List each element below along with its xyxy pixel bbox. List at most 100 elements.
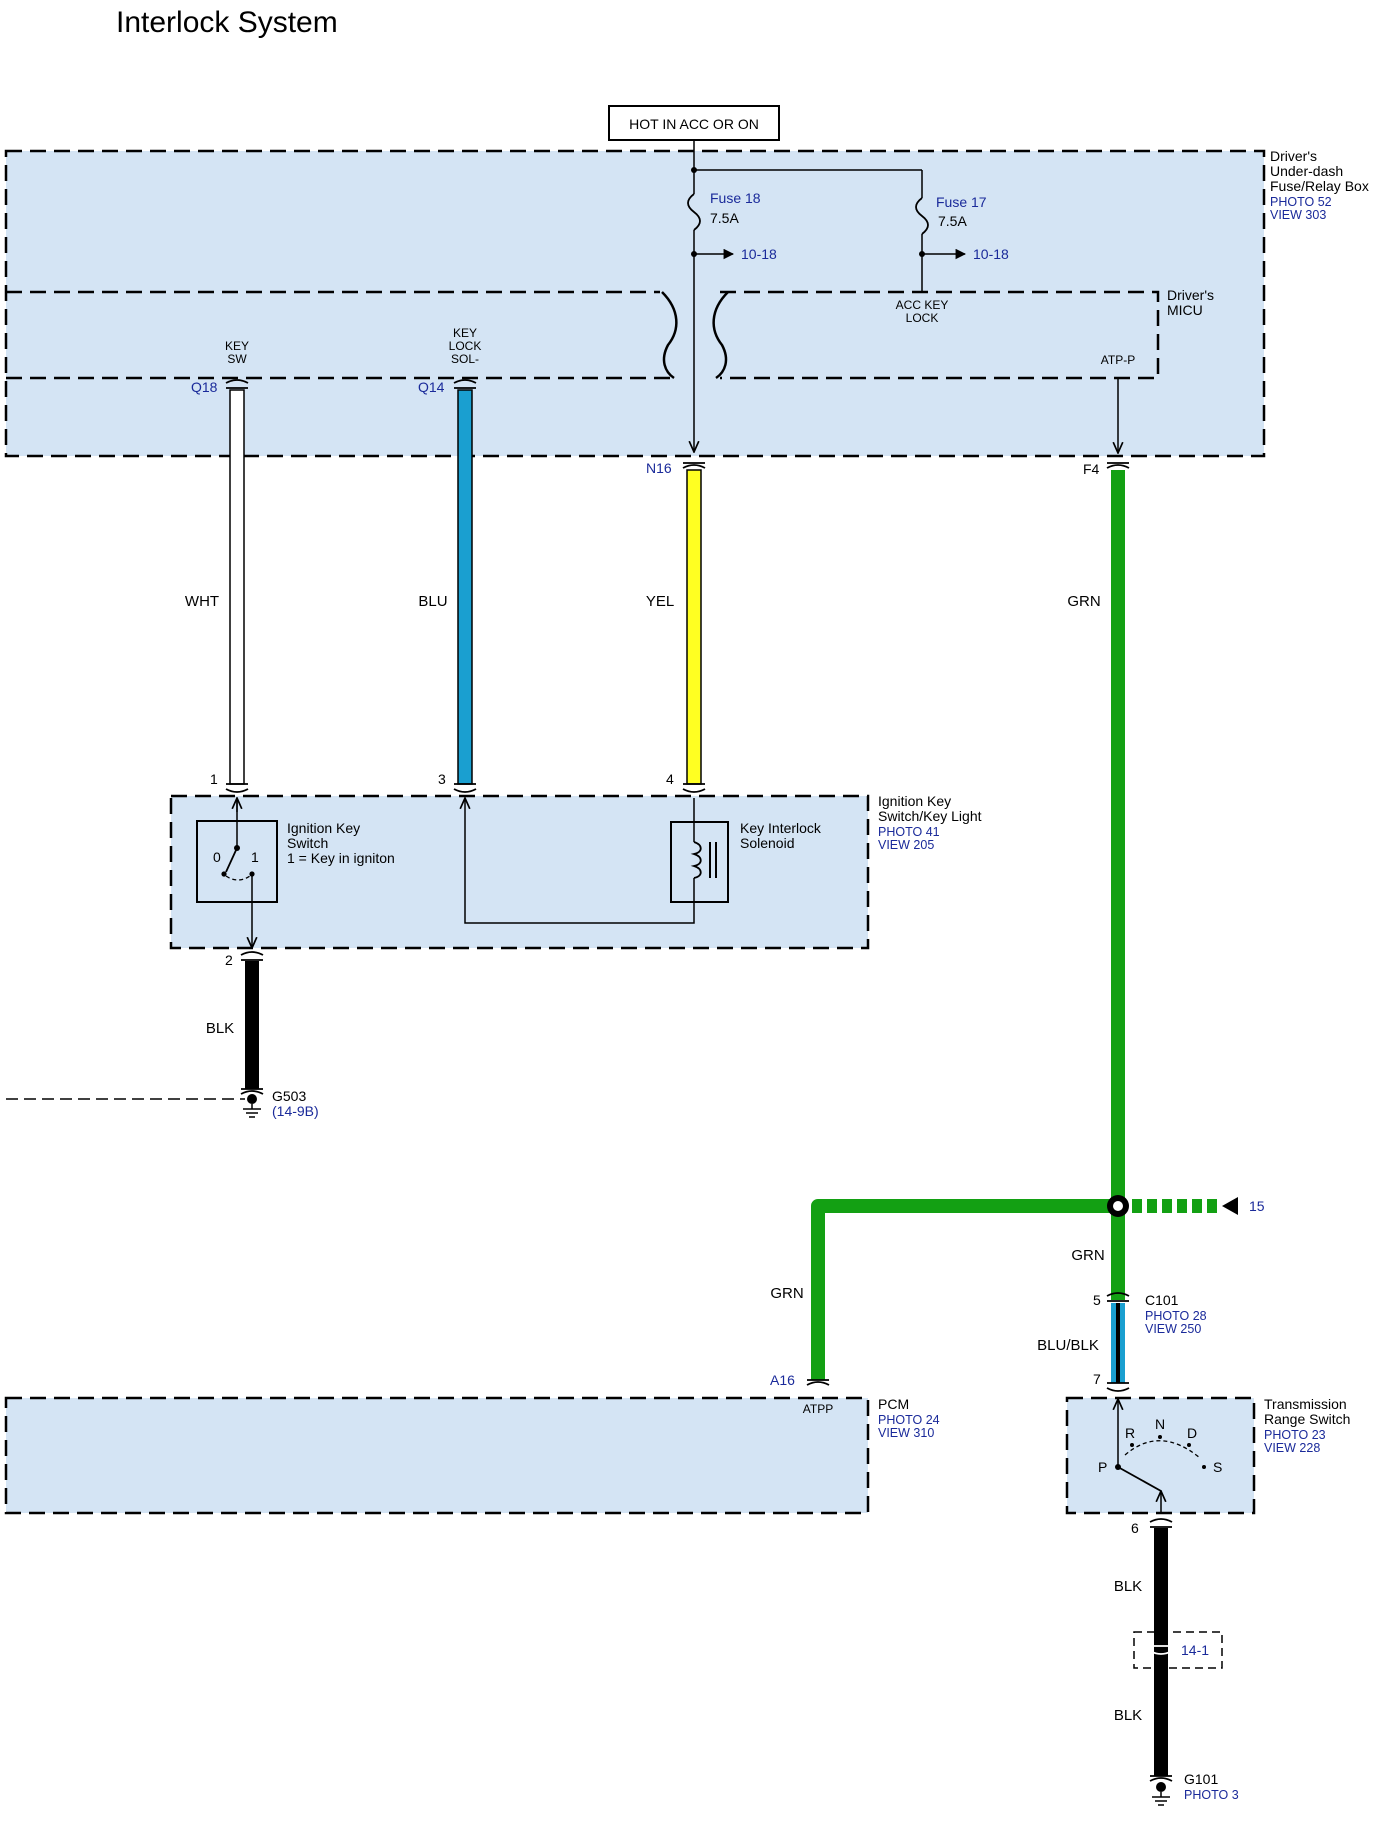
c101-pin-top: 5	[1093, 1292, 1101, 1308]
wire-wht	[229, 389, 245, 785]
power-source-label: HOT IN ACC OR ON	[629, 116, 759, 132]
solenoid-name-2: Solenoid	[740, 835, 795, 851]
g503-ref-link[interactable]: (14-9B)	[272, 1103, 319, 1119]
switch-name-3: 1 = Key in igniton	[287, 850, 395, 866]
micu-acc-key-lock-1: ACC KEY	[896, 298, 949, 312]
fuse-box-photo-link[interactable]: PHOTO 52	[1270, 195, 1332, 209]
g101-photo-link[interactable]: PHOTO 3	[1184, 1788, 1239, 1802]
wire-grn-left-label: GRN	[770, 1285, 803, 1302]
connector-a16: A16	[770, 1372, 795, 1388]
connector-n16: N16	[646, 460, 672, 476]
trs-view-link[interactable]: VIEW 228	[1264, 1441, 1320, 1455]
g503-ground-icon	[243, 1104, 261, 1118]
micu-break-right	[712, 291, 729, 380]
trs-name-1: Transmission	[1264, 1396, 1347, 1412]
wire-blk-ignition	[245, 961, 259, 1089]
wire-blk-trs	[1154, 1528, 1168, 1776]
ign-box-name-2: Switch/Key Light	[878, 808, 982, 824]
ign-pin4-label: 4	[666, 771, 674, 787]
trs-contact-d	[1187, 1443, 1191, 1447]
trs-pin6-connector	[1149, 1518, 1173, 1528]
c101-view-link[interactable]: VIEW 250	[1145, 1322, 1201, 1336]
trs-pos-s: S	[1213, 1459, 1222, 1475]
solenoid-name-1: Key Interlock	[740, 820, 822, 836]
wire-blk-trs-upper-label: BLK	[1114, 1578, 1142, 1595]
fuse-box-view-link[interactable]: VIEW 303	[1270, 208, 1326, 222]
wire-blu-label: BLU	[418, 593, 447, 610]
ign-pin3-label: 3	[438, 771, 446, 787]
trs-pos-d: D	[1187, 1425, 1197, 1441]
c101-photo-link[interactable]: PHOTO 28	[1145, 1309, 1207, 1323]
trs-photo-link[interactable]: PHOTO 23	[1264, 1428, 1326, 1442]
micu-break-left	[661, 291, 678, 380]
inline-connector-ref-link[interactable]: 14-1	[1181, 1642, 1209, 1658]
ign-pin4-connector	[682, 783, 706, 793]
fuse-relay-box	[4, 149, 1266, 458]
wire-blk-ignition-label: BLK	[206, 1020, 234, 1037]
fuse-box-name-3: Fuse/Relay Box	[1270, 178, 1369, 194]
fuse-box-name-2: Under-dash	[1270, 163, 1343, 179]
ign-box-name-1: Ignition Key	[878, 793, 951, 809]
micu-atp-p-label: ATP-P	[1101, 353, 1135, 367]
fuse18-ref-link[interactable]: 10-18	[741, 246, 777, 262]
splice-ref-arrow	[1222, 1197, 1238, 1215]
fuse17-ref-link[interactable]: 10-18	[973, 246, 1009, 262]
trs-blade	[1117, 1466, 1162, 1492]
ign-box-view-link[interactable]: VIEW 205	[878, 838, 934, 852]
micu-name-1: Driver's	[1167, 287, 1214, 303]
c101-name: C101	[1145, 1292, 1179, 1308]
ign-box-photo-link[interactable]: PHOTO 41	[878, 825, 940, 839]
splice-point-inner	[1113, 1201, 1123, 1211]
ign-pin3-connector	[453, 783, 477, 793]
wire-grn-lower-label: GRN	[1071, 1247, 1104, 1264]
trs-contact-n	[1158, 1435, 1162, 1439]
g503-name: G503	[272, 1088, 306, 1104]
pcm-name: PCM	[878, 1396, 909, 1412]
splice-ref-link[interactable]: 15	[1249, 1198, 1265, 1214]
wire-yel	[686, 469, 702, 785]
key-interlock-solenoid-symbol	[670, 821, 729, 903]
connector-q14: Q14	[418, 379, 445, 395]
solenoid-coil	[690, 841, 702, 879]
wire-wht-label: WHT	[185, 593, 219, 610]
micu-acc-key-lock-2: LOCK	[906, 311, 939, 325]
fuse-box-name-1: Driver's	[1270, 148, 1317, 164]
pcm-view-link[interactable]: VIEW 310	[878, 1426, 934, 1440]
switch-name-1: Ignition Key	[287, 820, 360, 836]
connector-n16-symbol	[682, 462, 706, 469]
wire-blk-trs-lower-label: BLK	[1114, 1707, 1142, 1724]
switch-name-2: Switch	[287, 835, 328, 851]
ign-pin1-label: 1	[210, 771, 218, 787]
fuse17-symbol	[915, 197, 929, 235]
ignition-switch-box	[169, 794, 870, 950]
g101-name: G101	[1184, 1771, 1218, 1787]
ign-pin2-connector	[240, 951, 264, 961]
connector-q18: Q18	[191, 379, 218, 395]
micu-name-2: MICU	[1167, 302, 1203, 318]
c101-connector	[1106, 1292, 1130, 1302]
fuse18-name: Fuse 18	[710, 190, 761, 206]
pcm-photo-link[interactable]: PHOTO 24	[878, 1413, 940, 1427]
page-title: Interlock System	[116, 6, 338, 39]
micu-key-lock-sol-1: KEY	[453, 326, 477, 340]
wire-blu	[457, 389, 473, 785]
switch-travel-arc	[225, 875, 251, 881]
connector-f4: F4	[1083, 461, 1100, 477]
power-source-box	[608, 105, 780, 141]
trs-pos-n: N	[1155, 1416, 1165, 1432]
switch-contact-0	[221, 871, 227, 877]
switch-blade	[225, 847, 238, 873]
wire-blu-blk-label: BLU/BLK	[1037, 1337, 1099, 1354]
micu-key-lock-sol-2: LOCK	[449, 339, 482, 353]
g101-ground-point	[1156, 1782, 1166, 1792]
wire-grn-left-branch	[811, 1199, 1118, 1380]
trs-travel-arc	[1124, 1440, 1201, 1459]
inline-connector-box	[1133, 1631, 1223, 1669]
trs-contact-r	[1130, 1443, 1134, 1447]
a16-connector	[806, 1379, 830, 1386]
connector-f4-symbol	[1106, 462, 1130, 469]
trs-pin-bottom: 6	[1131, 1520, 1139, 1536]
trs-pos-p: P	[1098, 1459, 1107, 1475]
wire-grn-upper	[1111, 470, 1125, 1300]
